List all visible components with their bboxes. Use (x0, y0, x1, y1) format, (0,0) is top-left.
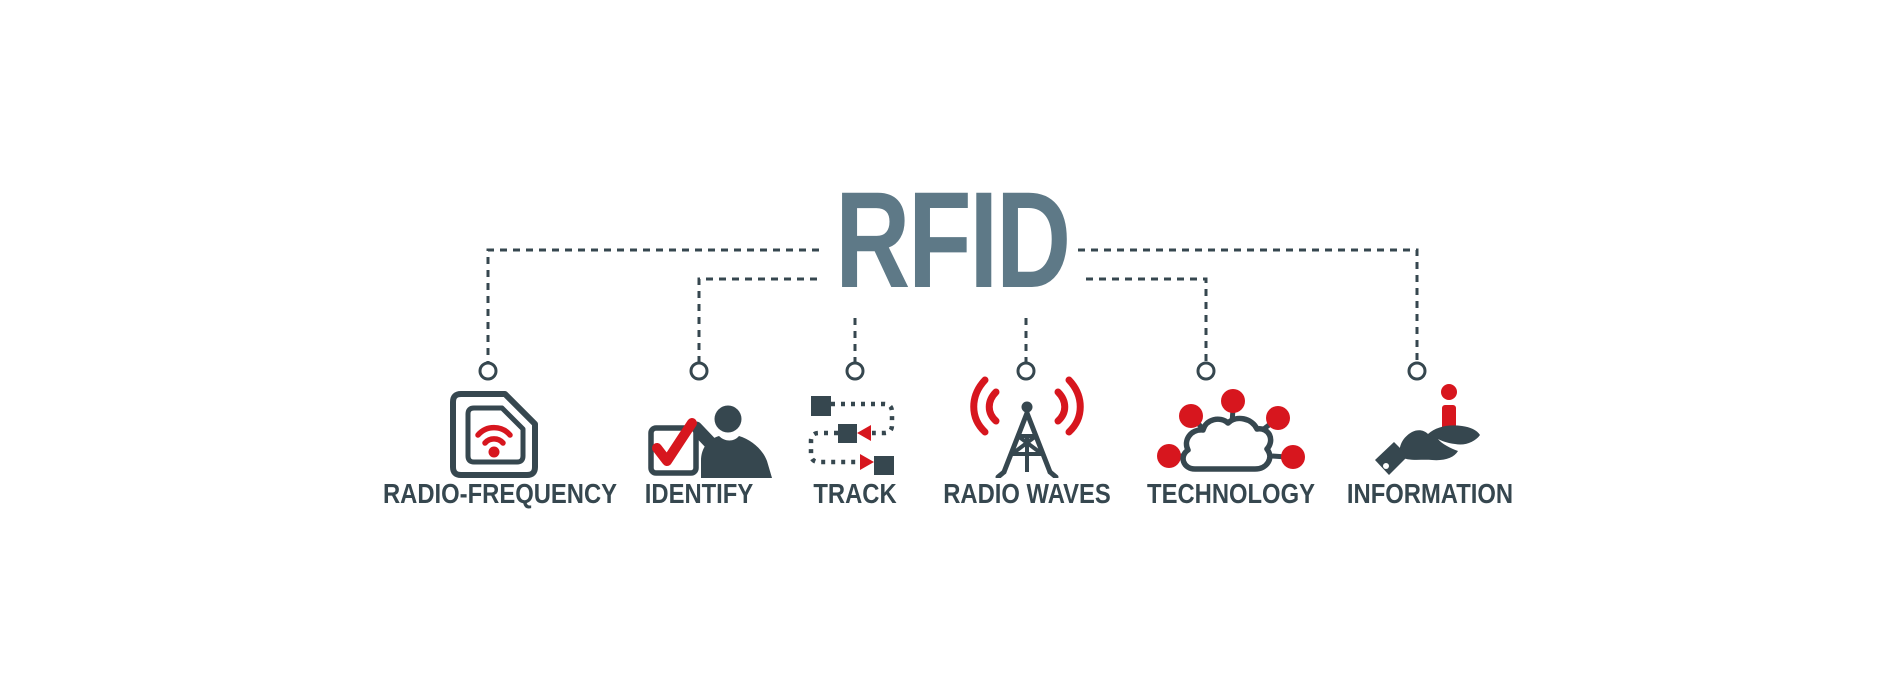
connector-node (1016, 361, 1036, 381)
item-label-radio-waves: RADIO WAVES (943, 478, 1111, 509)
connector-node (1407, 361, 1427, 381)
connector-node (1196, 361, 1216, 381)
antenna-tower-icon (970, 376, 1084, 478)
banner-title: RFID (835, 164, 1071, 317)
item-label-track: TRACK (813, 478, 897, 509)
item-label-identify: IDENTIFY (644, 478, 754, 509)
cloud-network-icon (1157, 389, 1305, 472)
rfid-tag-icon (450, 391, 538, 478)
person-checkbox-icon (648, 405, 772, 478)
item-label-technology: TECHNOLOGY (1147, 478, 1315, 509)
connector-line-identify (697, 277, 817, 363)
tracking-path-icon (808, 396, 895, 475)
hand-info-icon (1375, 384, 1480, 475)
item-label-information: INFORMATION (1346, 478, 1514, 509)
connector-line-information (1078, 248, 1419, 363)
connector-line-technology (1086, 277, 1208, 363)
connector-line-radio-frequency (486, 248, 819, 363)
connector-node (845, 361, 865, 381)
connector-node (478, 361, 498, 381)
connector-node (689, 361, 709, 381)
item-label-radio-frequency: RADIO-FREQUENCY (382, 478, 618, 509)
